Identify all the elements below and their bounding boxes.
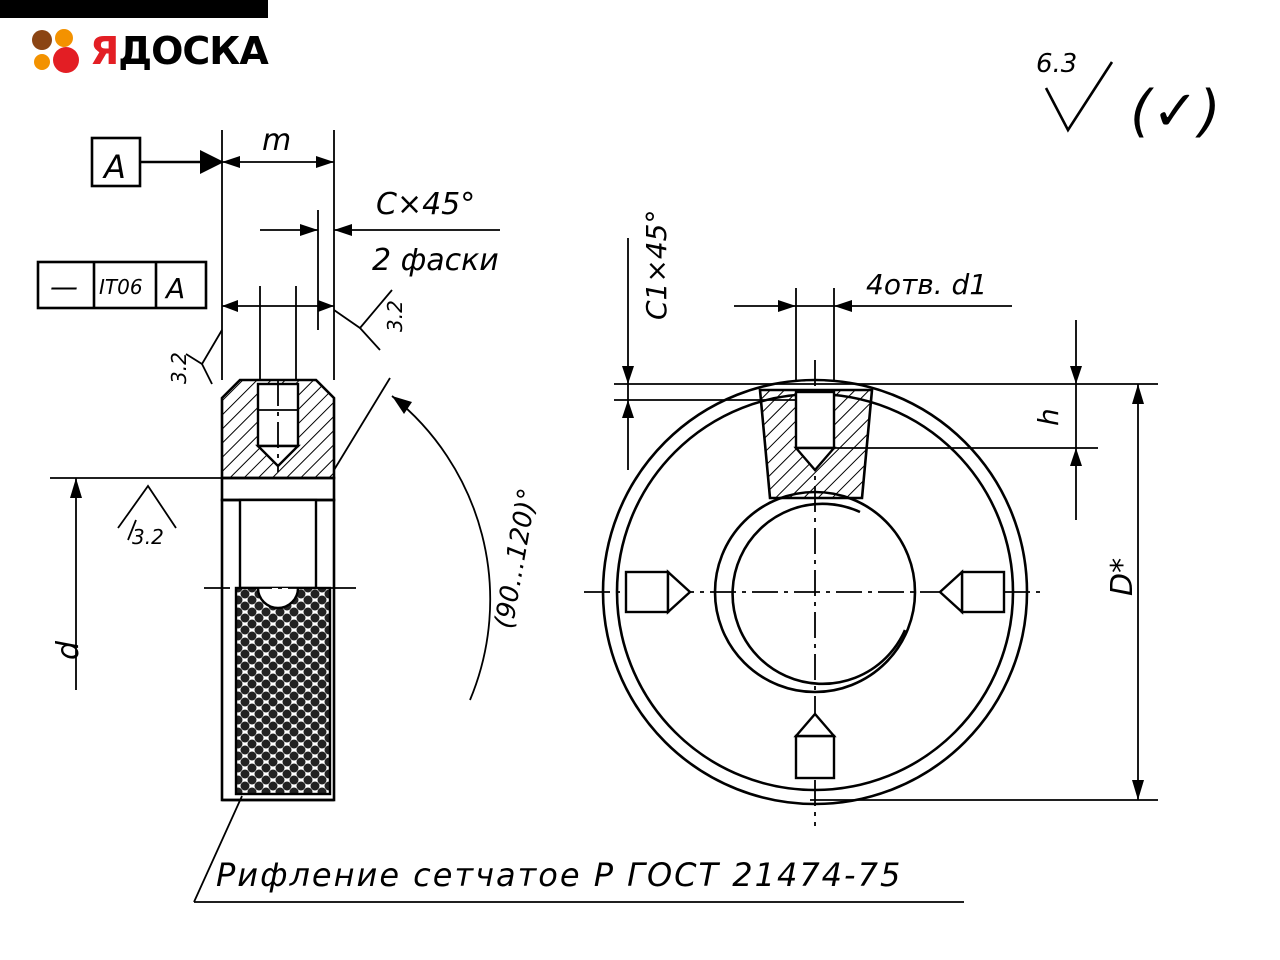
rough-32-d: 3.2 <box>132 525 164 549</box>
rough-32-right: 3.2 <box>383 300 407 332</box>
dim-D: D* <box>1105 558 1140 596</box>
dim-angle: (90…120)° <box>489 486 543 631</box>
dim-chamfer-c1: C1×45° <box>640 210 673 320</box>
dim-chamfer: C×45° <box>376 187 475 222</box>
dim-chamfer-note: 2 фаски <box>372 243 499 278</box>
dim-h: h <box>1032 408 1065 426</box>
tolerance-value: IT06 <box>99 275 143 299</box>
knurl-note: Рифление сетчатое Р ГОСТ 21474-75 <box>193 795 964 903</box>
logo-rest: ДОСКА <box>118 29 269 73</box>
roughness-value: 6.3 <box>1036 49 1077 79</box>
site-logo[interactable]: ЯДОСКА <box>28 26 269 76</box>
dim-holes: 4отв. d1 <box>866 268 987 301</box>
tolerance-frame <box>36 260 208 310</box>
logo-first-letter: Я <box>90 29 119 73</box>
tolerance-datum: A <box>164 272 185 305</box>
knurl-pattern <box>234 586 332 796</box>
roughness-bracket: (✓) <box>1130 79 1221 144</box>
top-black-bar <box>0 0 268 18</box>
front-view: C1×45° 4отв. d1 h D* <box>584 210 1158 826</box>
logo-dots-icon <box>32 29 79 73</box>
dim-m-label: m <box>262 123 291 158</box>
rough-32-left: 3.2 <box>167 352 191 384</box>
side-view: A — IT06 A m C×45° 2 фаски 3.2 <box>36 123 544 802</box>
note-text: Рифление сетчатое Р ГОСТ 21474-75 <box>216 856 902 894</box>
logo-wordmark: ЯДОСКА <box>90 29 269 73</box>
tolerance-symbol: — <box>50 270 78 303</box>
datum-letter: A <box>102 148 126 186</box>
dim-d-label: d <box>51 640 86 660</box>
roughness-symbol: 6.3 (✓) <box>1036 49 1221 144</box>
